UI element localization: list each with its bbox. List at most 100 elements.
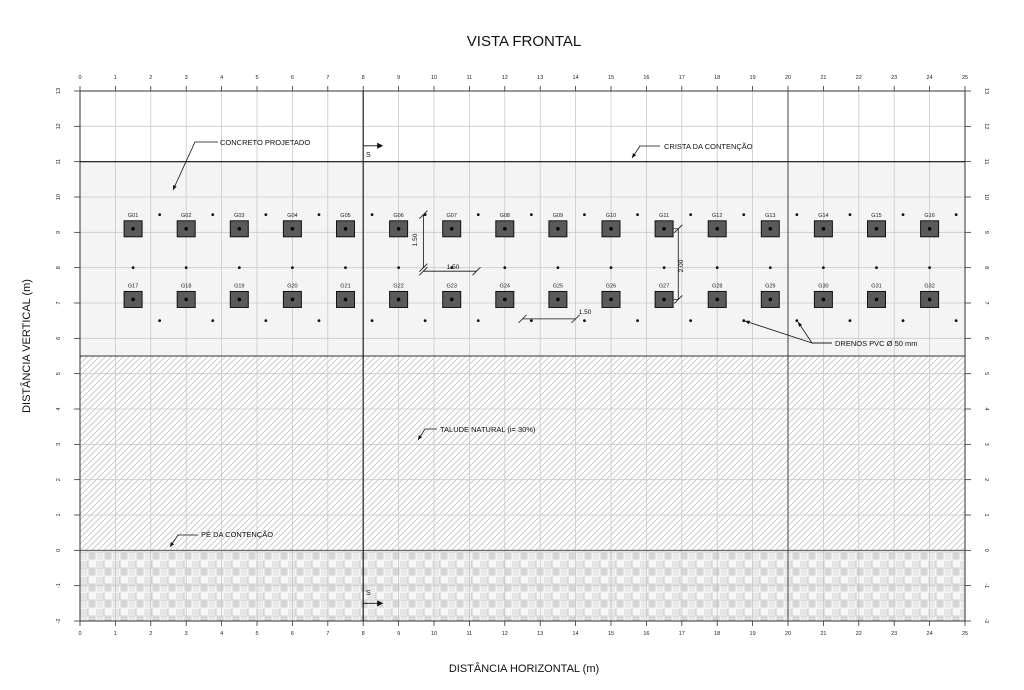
anchor-label: G13 [765, 213, 775, 219]
x-tick-label-bottom: 2 [149, 631, 152, 637]
anchor-label: G06 [393, 213, 403, 219]
drain-leader-arrow-a [745, 320, 750, 325]
drain-point [317, 319, 321, 323]
anchor-point [237, 297, 242, 302]
y-tick-label-right: 1 [983, 513, 989, 516]
drain-point [291, 266, 294, 270]
y-axis-label: DISTÂNCIA VERTICAL (m) [20, 279, 33, 413]
y-tick-label-left: 11 [56, 159, 62, 165]
y-tick-label-right: 2 [983, 478, 989, 481]
x-tick-label-bottom: 15 [608, 631, 614, 637]
y-tick-label-right: 12 [983, 123, 989, 129]
dimension-tick-v150-a [419, 263, 428, 272]
dimension-vertical-150: 1.50 [412, 233, 419, 246]
anchor-point [768, 297, 773, 302]
x-axis-label: DISTÂNCIA HORIZONTAL (m) [449, 662, 599, 675]
annotation-toe: PÉ DA CONTENÇÃO [201, 530, 273, 539]
dimension-vertical-200: 2.00 [678, 259, 685, 272]
drain-point [822, 266, 825, 270]
x-tick-label-bottom: 11 [467, 631, 473, 637]
anchor-label: G05 [340, 213, 350, 219]
concrete-leader [172, 141, 218, 191]
annotation-crest: CRISTA DA CONTENÇÃO [664, 142, 753, 151]
anchor-label: G22 [393, 283, 403, 289]
anchor-label: G30 [818, 283, 828, 289]
y-tick-label-right: 7 [983, 301, 989, 304]
x-tick-label-top: 12 [502, 75, 508, 81]
y-tick-label-left: -2 [56, 619, 62, 624]
x-tick-label-bottom: 10 [431, 631, 437, 637]
y-tick-label-right: 5 [983, 372, 989, 375]
natural-slope-zone [80, 356, 965, 551]
x-tick-label-bottom: 14 [573, 631, 579, 637]
x-tick-label-top: 15 [608, 75, 614, 81]
drain-point [795, 213, 799, 217]
y-tick-label-right: 11 [983, 159, 989, 165]
anchor-label: G28 [712, 283, 722, 289]
section-arrow-top-head [377, 142, 384, 149]
anchor-label: G16 [924, 213, 934, 219]
x-tick-label-top: 5 [255, 75, 258, 81]
x-tick-label-bottom: 19 [750, 631, 756, 637]
crest-leader [631, 145, 660, 159]
y-tick-label-right: 13 [983, 88, 989, 94]
y-tick-label-right: 4 [983, 407, 989, 410]
x-tick-label-top: 4 [220, 75, 223, 81]
anchor-point [609, 297, 613, 302]
drain-point [476, 213, 480, 217]
drain-point [529, 319, 533, 323]
dimension-horizontal-150-b: 1.50 [579, 309, 592, 316]
y-tick-label-left: 13 [56, 88, 62, 94]
anchor-label: G09 [553, 213, 563, 219]
anchor-label: G17 [128, 283, 138, 289]
x-tick-label-top: 21 [820, 75, 826, 81]
x-tick-label-top: 19 [750, 75, 756, 81]
x-tick-label-top: 20 [785, 75, 791, 81]
dimension-tick-h150b-b [571, 314, 580, 324]
dimension-tick-h150b-a [518, 314, 527, 324]
drain-point [636, 319, 639, 323]
drain-point [131, 266, 135, 270]
drain-point [264, 213, 268, 217]
annotation-drains: DRENOS PVC Ø 50 mm [835, 339, 918, 348]
anchor-point [449, 297, 454, 302]
y-tick-label-left: 1 [56, 513, 62, 516]
anchor-point [609, 227, 613, 231]
x-tick-label-bottom: 23 [891, 631, 897, 637]
anchor-point [131, 227, 135, 231]
anchor-label: G32 [924, 283, 934, 289]
drain-point [503, 266, 507, 270]
x-tick-label-bottom: 21 [820, 631, 826, 637]
drain-point [636, 213, 639, 217]
x-tick-label-bottom: 7 [326, 631, 329, 637]
anchor-label: G07 [446, 213, 456, 219]
y-tick-label-left: 4 [56, 407, 62, 410]
y-tick-label-right: 0 [983, 549, 989, 552]
crest-leader-arrow [632, 153, 637, 158]
x-tick-label-top: 16 [643, 75, 649, 81]
x-tick-label-bottom: 9 [397, 631, 400, 637]
x-tick-label-bottom: 5 [255, 631, 258, 637]
section-mark-top: S [366, 152, 371, 159]
drain-point [848, 213, 852, 217]
y-tick-label-right: 8 [983, 266, 989, 269]
toe-leader-arrow [170, 542, 175, 547]
x-tick-label-bottom: 8 [362, 631, 365, 637]
x-tick-label-bottom: 1 [114, 631, 117, 637]
drain-point [476, 319, 480, 323]
anchor-point [556, 297, 560, 302]
anchor-point [662, 227, 666, 231]
anchor-point [184, 297, 188, 302]
y-tick-label-left: 3 [56, 443, 62, 446]
x-tick-label-bottom: 0 [78, 631, 81, 637]
anchor-point [131, 297, 135, 302]
anchor-point [662, 297, 666, 302]
x-tick-label-top: 7 [326, 75, 329, 81]
anchor-label: G11 [659, 213, 669, 219]
y-tick-label-left: 12 [56, 123, 62, 129]
anchor-point [343, 227, 348, 231]
drain-point [954, 213, 958, 217]
drain-point [450, 266, 454, 270]
anchor-label: G01 [128, 213, 138, 219]
